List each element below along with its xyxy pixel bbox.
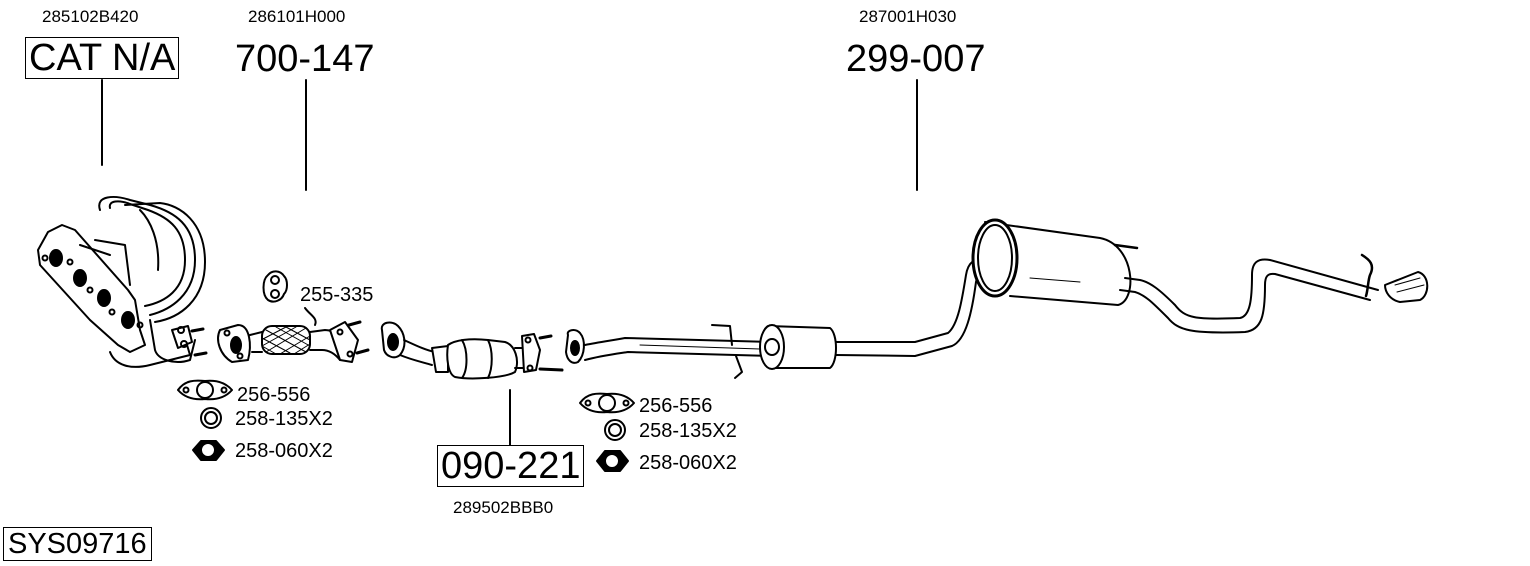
silencer-assembly-part[interactable] [565,215,1435,380]
fitting-ref-gasket-left[interactable]: 256-556 [237,384,311,406]
left-fittings-icons [177,379,233,461]
oem-number-front-pipe: 286101H000 [248,7,346,26]
part-ref-090-221[interactable]: 090-221 [437,445,585,487]
part-ref-700-147[interactable]: 700-147 [235,38,375,80]
front-pipe-flex-drawing [217,307,370,363]
centre-rear-silencer-drawing [565,218,1429,379]
right-fittings-icons [579,392,635,472]
oem-number-manifold: 285102B420 [42,7,139,26]
catalytic-converter-drawing [380,321,564,380]
fitting-ref-nut-left[interactable]: 258-060X2 [235,440,333,462]
exhaust-manifold-part[interactable] [35,190,210,375]
system-code-badge: SYS09716 [3,527,152,561]
fitting-ref-washer-left[interactable]: 258-135X2 [235,408,333,430]
rubber-hanger-drawing [262,270,288,303]
part-ref-cat-na[interactable]: CAT N/A [25,37,180,79]
front-pipe-part[interactable] [215,300,370,370]
catalytic-converter-part[interactable] [378,318,568,383]
oem-number-catalytic-converter: 289502BBB0 [453,498,554,517]
fitting-ref-nut-right[interactable]: 258-060X2 [639,452,737,474]
rubber-hanger-part[interactable] [260,268,290,306]
fitting-ref-washer-right[interactable]: 258-135X2 [639,420,737,442]
exhaust-manifold-drawing [37,196,208,368]
fitting-ref-gasket-right[interactable]: 256-556 [639,395,713,417]
oem-number-silencer: 287001H030 [859,7,957,26]
part-ref-299-007[interactable]: 299-007 [846,38,986,80]
fitting-ref-hanger[interactable]: 255-335 [300,284,374,306]
